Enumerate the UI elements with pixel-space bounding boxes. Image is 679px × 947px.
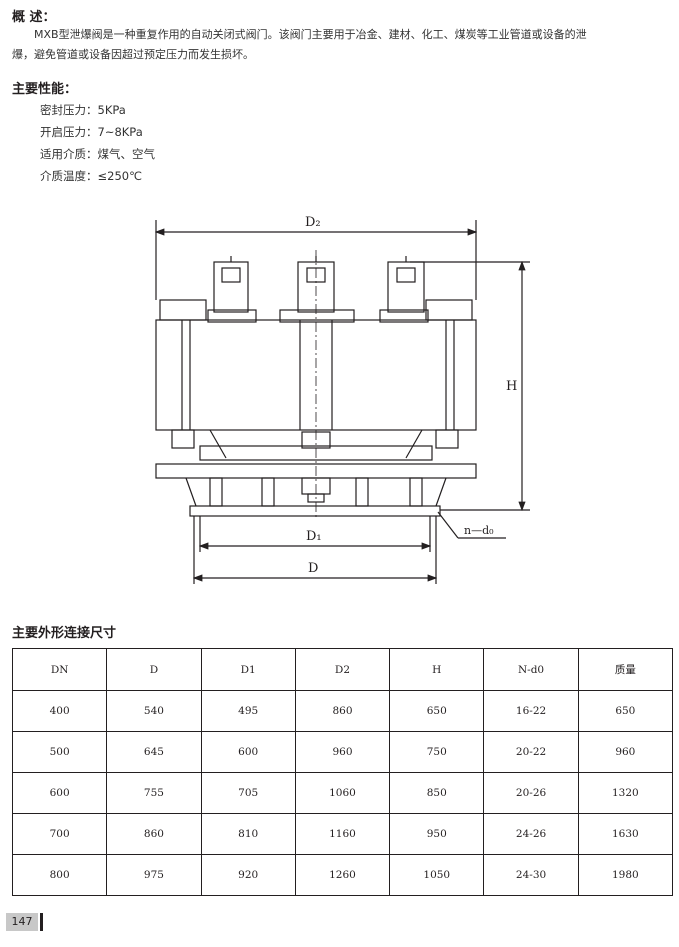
d1-label: D₁: [306, 529, 322, 544]
table-cell: 860: [106, 813, 202, 855]
table-header-row: DN D D1 D2 H N-d0 质量: [11, 648, 674, 691]
dimensions-table-heading: 主要外形连接尺寸: [12, 626, 117, 641]
table-cell: 975: [106, 854, 202, 896]
overview-heading: 概 述：: [12, 10, 56, 25]
table-row: 700 860 810 1160 950 24-26 1630: [11, 813, 674, 855]
table-cell: 500: [11, 731, 108, 773]
table-cell: 700: [11, 813, 108, 855]
table-cell: 600: [11, 772, 108, 814]
table-cell: 755: [106, 772, 202, 814]
table-cell: 1160: [294, 813, 391, 855]
table-cell: 1050: [389, 854, 485, 896]
performance-item-seal-pressure: 密封压力：5KPa: [40, 103, 126, 117]
d-label: D: [308, 561, 318, 576]
dimensions-table: DN D D1 D2 H N-d0 质量 400 540 495 860 650…: [11, 648, 674, 896]
table-cell: 1630: [577, 813, 674, 855]
performance-item-temperature: 介质温度：≤250℃: [40, 169, 143, 183]
performance-heading: 主要性能：: [12, 82, 78, 97]
table-cell: 400: [11, 690, 108, 732]
table-row: 800 975 920 1260 1050 24-30 1980: [11, 854, 674, 896]
table-row: 600 755 705 1060 850 20-26 1320: [11, 772, 674, 814]
table-cell: 24-26: [483, 813, 579, 855]
page-number-bar: [40, 913, 43, 931]
table-cell: 1260: [294, 854, 391, 896]
table-cell: 810: [200, 813, 296, 855]
column-header-d: D: [106, 648, 202, 691]
column-header-n-d0: N-d0: [483, 648, 579, 691]
table-cell: 650: [389, 690, 485, 732]
table-row: 500 645 600 960 750 20-22 960: [11, 731, 674, 773]
table-cell: 1320: [577, 772, 674, 814]
table-cell: 850: [389, 772, 485, 814]
column-header-h: H: [389, 648, 485, 691]
table-cell: 705: [200, 772, 296, 814]
column-header-d1: D1: [200, 648, 296, 691]
d2-label: D₂: [305, 215, 321, 230]
table-cell: 750: [389, 731, 485, 773]
h-label: H: [506, 379, 517, 394]
table-row: 400 540 495 860 650 16-22 650: [11, 690, 674, 732]
table-cell: 1060: [294, 772, 391, 814]
overview-line-2: 爆，避免管道或设备因超过预定压力而发生损坏。: [12, 48, 254, 61]
table-cell: 650: [577, 690, 674, 732]
table-cell: 600: [200, 731, 296, 773]
table-cell: 950: [389, 813, 485, 855]
table-cell: 960: [577, 731, 674, 773]
overview-line-1: MXB型泄爆阀是一种重复作用的自动关闭式阀门。该阀门主要用于冶金、建材、化工、煤…: [34, 28, 587, 41]
table-cell: 495: [200, 690, 296, 732]
table-cell: 645: [106, 731, 202, 773]
table-cell: 1980: [577, 854, 674, 896]
column-header-dn: DN: [11, 648, 108, 691]
performance-item-medium: 适用介质：煤气、空气: [40, 147, 155, 161]
table-cell: 800: [11, 854, 108, 896]
page-number: 147: [6, 913, 38, 931]
column-header-weight: 质量: [577, 648, 674, 691]
table-cell: 860: [294, 690, 391, 732]
n-d0-label: n—d₀: [464, 524, 494, 537]
table-cell: 24-30: [483, 854, 579, 896]
performance-item-open-pressure: 开启压力：7~8KPa: [40, 125, 143, 139]
table-cell: 920: [200, 854, 296, 896]
table-cell: 540: [106, 690, 202, 732]
table-cell: 960: [294, 731, 391, 773]
table-cell: 20-22: [483, 731, 579, 773]
valve-technical-drawing: D₂ H D₁ D n—d₀: [154, 215, 530, 584]
column-header-d2: D2: [294, 648, 391, 691]
table-cell: 16-22: [483, 690, 579, 732]
table-cell: 20-26: [483, 772, 579, 814]
